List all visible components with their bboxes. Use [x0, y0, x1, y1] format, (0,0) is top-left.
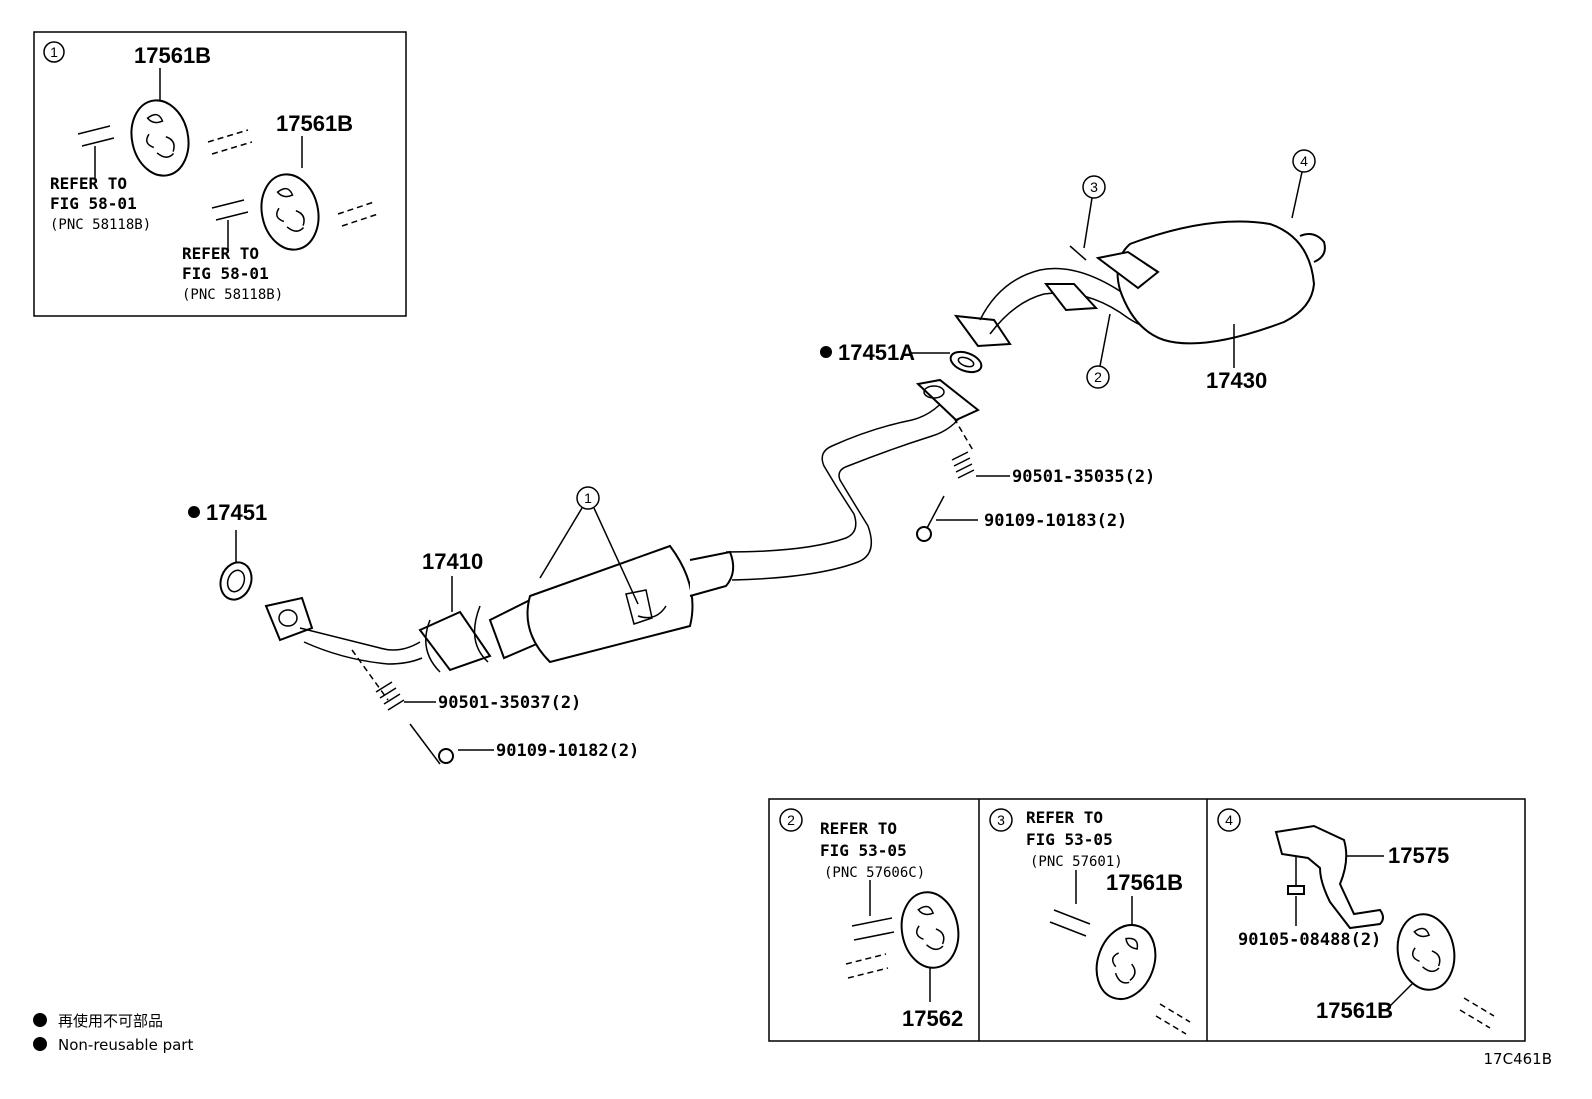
callout-2: 2 — [1086, 313, 1111, 389]
legend: 再使用不可部品 Non-reusable part — [33, 1012, 193, 1054]
spring-icon — [375, 681, 405, 711]
non-reusable-marker-icon — [33, 1037, 47, 1051]
label-bolt-rear: 90109-10183(2) — [984, 511, 1127, 531]
inset-2-part: 17562 — [902, 1006, 963, 1031]
front-fasteners: 90501-35037(2) 90109-10182(2) — [351, 649, 639, 765]
rear-fasteners: 90501-35035(2) 90109-10183(2) — [916, 417, 1155, 542]
callout-1: 1 — [539, 486, 639, 605]
inset-3: 3 REFER TO FIG 53-05 (PNC 57601) 17561B — [989, 808, 1191, 1035]
callout-4-number: 4 — [1300, 153, 1308, 169]
callout-4: 4 — [1291, 149, 1316, 219]
inset-1-ref-a-line3: (PNC 58118B) — [50, 217, 151, 233]
inset-2-ref-line1: REFER TO — [820, 819, 897, 838]
gasket-rear: 17451A — [820, 340, 983, 374]
rubber-hanger-icon — [253, 168, 327, 256]
inset-2-number: 2 — [787, 812, 795, 828]
front-pipe-assembly: 17410 — [264, 378, 980, 673]
tail-pipe-assembly: 17430 — [953, 220, 1326, 393]
inset-1-part-b: 17561B — [276, 111, 353, 136]
callout-1-number: 1 — [584, 490, 592, 506]
inset-4-part-bracket: 17575 — [1388, 843, 1449, 868]
label-tail-pipe: 17430 — [1206, 368, 1267, 393]
inset-4-part-bolt: 90105-08488(2) — [1238, 930, 1381, 950]
gasket-front: 17451 — [188, 500, 267, 601]
inset-1-ref-a-line2: FIG 58-01 — [50, 194, 137, 213]
callout-2-number: 2 — [1094, 369, 1102, 385]
spring-icon — [951, 451, 975, 479]
inset-1-number: 1 — [50, 44, 58, 60]
diagram-code: 17C461B — [1484, 1050, 1552, 1068]
legend-japanese: 再使用不可部品 — [58, 1012, 163, 1030]
label-bolt-front: 90109-10182(2) — [496, 741, 639, 761]
label-gasket-front: 17451 — [206, 500, 267, 525]
rubber-hanger-icon — [894, 886, 966, 974]
inset-2: 2 REFER TO FIG 53-05 (PNC 57606C) 17562 — [779, 808, 966, 1031]
inset-group-bottom — [768, 798, 1526, 1042]
callout-3-number: 3 — [1090, 179, 1098, 195]
non-reusable-marker-icon — [188, 506, 200, 518]
label-spring-front: 90501-35037(2) — [438, 693, 581, 713]
inset-1-ref-a-line1: REFER TO — [50, 174, 127, 193]
inset-3-ref-line1: REFER TO — [1026, 808, 1103, 827]
non-reusable-marker-icon — [33, 1013, 47, 1027]
inset-3-ref-line3: (PNC 57601) — [1030, 854, 1123, 870]
callout-3: 3 — [1082, 175, 1106, 249]
inset-1: 1 17561B REFER TO FIG 58-01 (PNC 58118B)… — [33, 31, 407, 317]
inset-3-part: 17561B — [1106, 870, 1183, 895]
inset-2-ref-line3: (PNC 57606C) — [824, 865, 925, 881]
rubber-hanger-icon — [1085, 915, 1167, 1009]
non-reusable-marker-icon — [820, 346, 832, 358]
label-front-pipe: 17410 — [422, 549, 483, 574]
inset-1-ref-b-line1: REFER TO — [182, 244, 259, 263]
inset-3-number: 3 — [997, 812, 1005, 828]
rubber-hanger-icon — [123, 94, 197, 182]
inset-1-ref-b-line3: (PNC 58118B) — [182, 287, 283, 303]
inset-4: 4 17575 90105-08488(2) 17561B — [1217, 808, 1495, 1029]
inset-4-number: 4 — [1225, 812, 1233, 828]
bracket-icon — [1274, 824, 1384, 930]
inset-3-ref-line2: FIG 53-05 — [1026, 830, 1113, 849]
inset-2-ref-line2: FIG 53-05 — [820, 841, 907, 860]
label-gasket-rear: 17451A — [838, 340, 915, 365]
rubber-hanger-icon — [1390, 908, 1462, 996]
bolt-icon — [925, 495, 945, 531]
legend-english: Non-reusable part — [58, 1036, 193, 1054]
inset-1-part-a: 17561B — [134, 43, 211, 68]
bolt-icon — [409, 723, 441, 765]
inset-1-ref-b-line2: FIG 58-01 — [182, 264, 269, 283]
label-spring-rear: 90501-35035(2) — [1012, 467, 1155, 487]
inset-4-part-hanger: 17561B — [1316, 998, 1393, 1023]
